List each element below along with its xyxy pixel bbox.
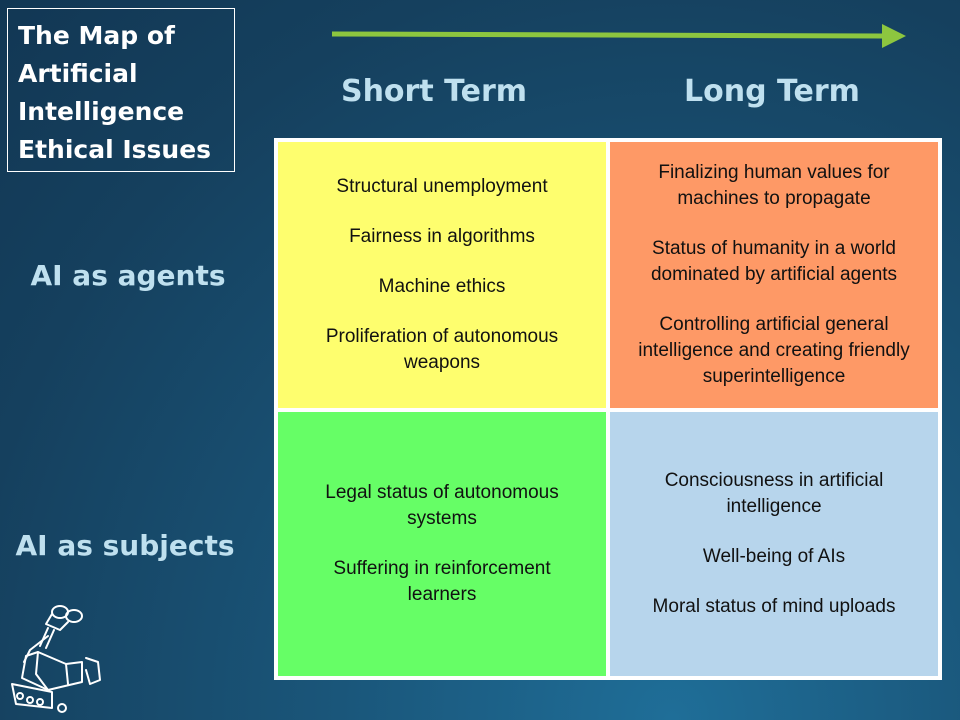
- title-line: Artificial: [18, 59, 138, 88]
- issue-item: Suffering in reinforcement learners: [333, 558, 551, 605]
- title-box: The Map of Artificial Intelligence Ethic…: [7, 8, 235, 172]
- robot-icon: [11, 605, 101, 713]
- cell-agents-short-term: Structural unemployment Fairness in algo…: [278, 142, 606, 408]
- cell-subjects-short-term: Legal status of autonomous systems Suffe…: [278, 412, 606, 676]
- issue-item: Proliferation of autonomous weapons: [325, 326, 559, 373]
- title-line: Ethical Issues: [18, 135, 212, 164]
- cell-subjects-long-term: Consciousness in artificial intelligence…: [610, 412, 938, 676]
- cell-agents-long-term: Finalizing human values for machines to …: [610, 142, 938, 408]
- issue-item: Status of humanity in a world dominated …: [650, 238, 898, 285]
- issue-item: Legal status of autonomous systems: [325, 482, 559, 529]
- issue-item: Structural unemployment: [336, 176, 548, 197]
- issue-item: Machine ethics: [378, 276, 506, 297]
- ethics-matrix: Structural unemployment Fairness in algo…: [274, 138, 942, 680]
- column-header-long-term: Long Term: [684, 74, 860, 109]
- row-header-agents: AI as agents: [30, 259, 226, 292]
- issue-item: Fairness in algorithms: [349, 226, 535, 247]
- issue-item: Controlling artificial general intellige…: [638, 314, 910, 387]
- issue-item: Consciousness in artificial intelligence: [664, 470, 884, 517]
- timeline-arrow-icon: [331, 24, 906, 48]
- issue-item: Moral status of mind uploads: [652, 596, 896, 617]
- row-header-subjects: AI as subjects: [15, 529, 235, 562]
- issue-item: Well-being of AIs: [702, 546, 846, 567]
- issue-item: Finalizing human values for machines to …: [658, 162, 890, 209]
- title-line: Intelligence: [18, 97, 185, 126]
- column-header-short-term: Short Term: [340, 74, 528, 109]
- title-line: The Map of: [18, 21, 175, 50]
